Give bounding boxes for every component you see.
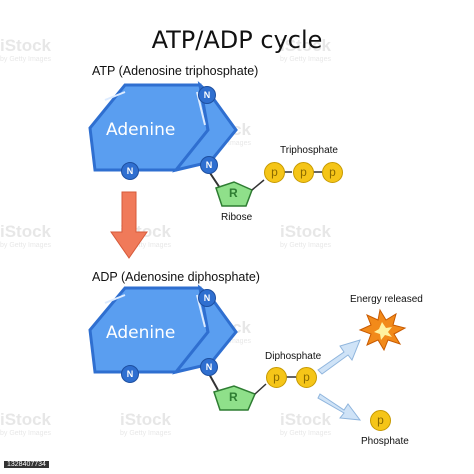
free-phosphate: p	[370, 410, 391, 431]
phosphate-label: Phosphate	[361, 436, 409, 447]
adp-heading: ADP (Adenosine diphosphate)	[92, 270, 260, 284]
atp-ribose-letter: R	[229, 186, 238, 200]
atp-nitrogen-bottom: N	[121, 162, 139, 180]
adp-nitrogen-right: N	[200, 358, 218, 376]
atp-ribose-pentagon	[215, 181, 253, 207]
phosphate-arrow	[317, 393, 362, 421]
energy-arrow	[317, 339, 361, 375]
atp-nitrogen-top: N	[198, 86, 216, 104]
page-title: ATP/ADP cycle	[151, 26, 323, 54]
atp-to-adp-arrow	[110, 191, 148, 259]
adp-adenine-label: Adenine	[106, 323, 176, 343]
image-id: 1328407734	[4, 461, 49, 468]
atp-heading: ATP (Adenosine triphosphate)	[92, 64, 259, 78]
adp-ribose-pentagon	[213, 385, 257, 411]
atp-phosphate-3: p	[322, 162, 343, 183]
atp-phosphate-2: p	[293, 162, 314, 183]
triphosphate-label: Triphosphate	[280, 145, 338, 156]
adp-ribose-letter: R	[229, 390, 238, 404]
adp-nitrogen-top: N	[198, 289, 216, 307]
atp-nitrogen-right: N	[200, 156, 218, 174]
energy-released-label: Energy released	[350, 294, 423, 305]
atp-phosphate-1: p	[264, 162, 285, 183]
adp-phosphate-1: p	[266, 367, 287, 388]
atp-adenine-label: Adenine	[106, 120, 176, 140]
adp-phosphate-2: p	[296, 367, 317, 388]
adp-nitrogen-bottom: N	[121, 365, 139, 383]
atp-ribose-label: Ribose	[221, 212, 253, 223]
diphosphate-label: Diphosphate	[265, 351, 322, 362]
